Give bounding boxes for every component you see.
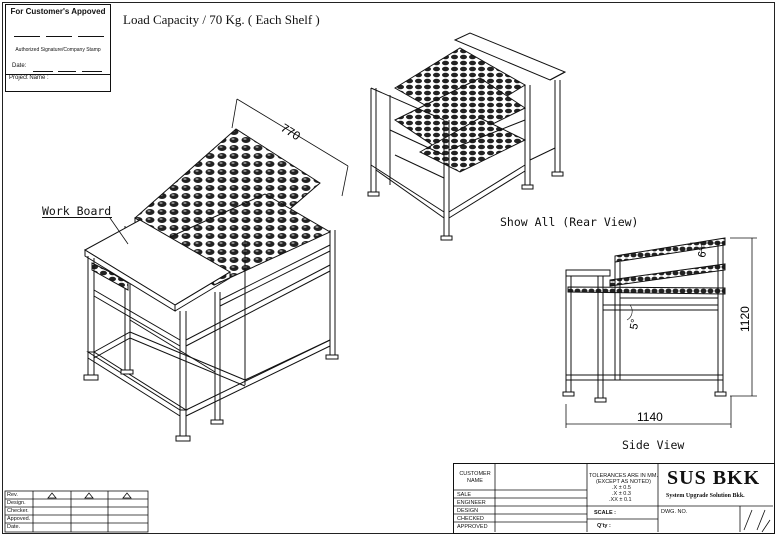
work-board-label: Work Board: [42, 204, 112, 218]
date-line: [33, 71, 53, 72]
customer-name-label: CUSTOMER NAME: [459, 471, 491, 484]
company-logo-text: SUS BKK: [667, 467, 761, 489]
tolerance-x: .X ± 0.5: [612, 485, 631, 491]
tolerance-xx: .X ± 0.3: [612, 491, 631, 497]
revision-block-grid: [4, 490, 149, 533]
signature-caption: Authorized Signature/Company Stamp: [15, 47, 101, 53]
dimension-length: [565, 396, 732, 428]
work-board-underline: [42, 217, 112, 218]
company-subtitle: System Upgrade Solution Bkk.: [666, 493, 745, 499]
approval-title: For Customer's Appoved: [10, 7, 106, 16]
side-work-board: [565, 269, 611, 277]
side-view-label: Side View: [622, 438, 685, 452]
customer-approval-box: For Customer's Appoved Authorized Signat…: [5, 4, 111, 92]
tolerances-title: TOLERANCES ARE IN MM.: [589, 473, 658, 479]
role-approved: APPROVED: [457, 524, 488, 530]
tolerance-xxx: .XX ± 0.1: [609, 497, 632, 503]
divider: [6, 74, 110, 75]
title-block-grid: [453, 463, 773, 533]
rev-row-label: Rev.: [7, 492, 18, 498]
rev-row-label: Date.: [7, 524, 21, 530]
side-lower-shelf: [567, 286, 726, 295]
rev-row-label: Design.: [7, 500, 26, 506]
role-sale: SALE: [457, 492, 472, 498]
project-name-label: Project Name :: [9, 75, 49, 81]
signature-line: [46, 36, 72, 37]
angle-lower-label: 5°: [628, 318, 642, 330]
dimension-depth-label: 770: [278, 121, 303, 144]
date-label: Date:: [12, 63, 27, 69]
title-block: CUSTOMER NAME SALE ENGINEER DESIGN CHECK…: [453, 463, 775, 534]
role-design: DESIGN: [457, 508, 479, 514]
role-checked: CHECKED: [457, 516, 484, 522]
dimension-depth: [231, 98, 349, 197]
qty-label: Q'ty :: [597, 523, 611, 529]
signature-line: [14, 36, 40, 37]
date-line: [82, 71, 102, 72]
dimension-length-label: 1140: [637, 410, 663, 424]
rev-row-label: Checker.: [7, 508, 29, 514]
rev-row-label: Appoved.: [7, 516, 31, 522]
rear-view: [367, 32, 567, 241]
date-line: [58, 71, 76, 72]
load-capacity-note: Load Capacity / 70 Kg. ( Each Shelf ): [123, 12, 320, 27]
role-engineer: ENGINEER: [457, 500, 486, 506]
dwg-no-label: DWG. NO.: [661, 509, 688, 515]
scale-label: SCALE :: [594, 510, 616, 516]
revision-block: Rev. Design. Checker. Appoved. Date.: [5, 491, 148, 532]
side-mid-shelf: [609, 263, 726, 287]
main-isometric-view: [83, 98, 349, 442]
angle-upper-label: 6°: [696, 246, 710, 258]
signature-line: [78, 36, 104, 37]
show-all-label: Show All (Rear View): [500, 215, 639, 229]
dimension-height-label: 1120: [738, 306, 752, 332]
tolerances-sub: (EXCEPT AS NOTED): [596, 479, 651, 485]
dimension-height: [730, 237, 757, 397]
side-view: [562, 237, 757, 428]
